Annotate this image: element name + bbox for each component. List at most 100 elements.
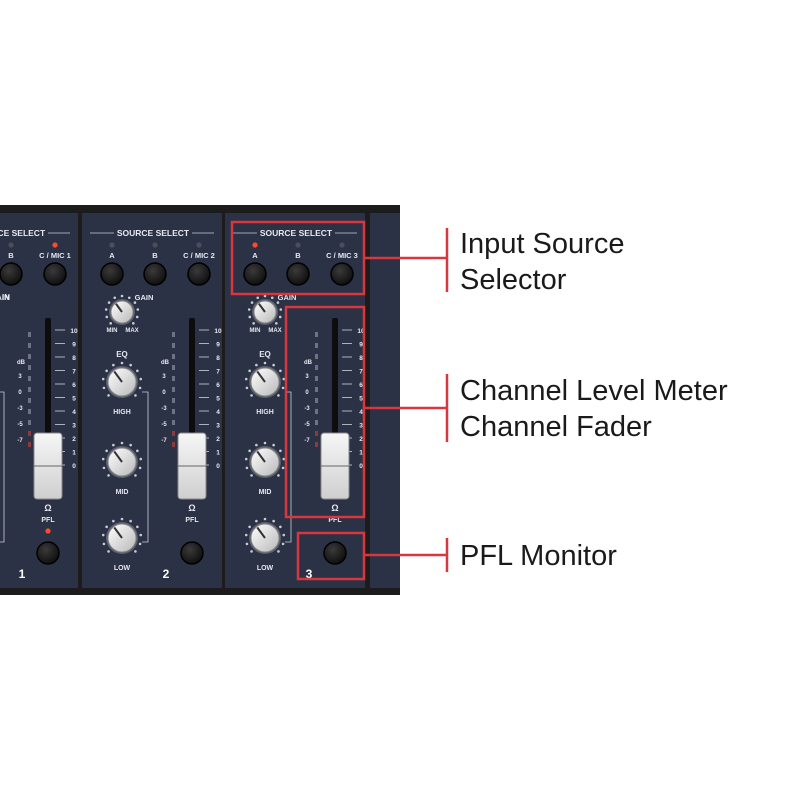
source-button-label: B (8, 251, 14, 260)
knob-tick (136, 369, 139, 373)
knob-tick (127, 296, 131, 300)
meter-db-label: dB (17, 360, 26, 366)
source-button[interactable] (187, 262, 211, 286)
knob-tick (133, 301, 137, 304)
knob-tick (105, 315, 109, 319)
source-select-mask (114, 227, 192, 237)
meter-scale-value: 3 (162, 374, 166, 380)
source-button-label: A (109, 251, 115, 260)
source-select-mask (0, 227, 48, 237)
meter-led (315, 343, 318, 348)
fader-scale-value: 3 (359, 423, 363, 430)
meter-led (172, 332, 175, 337)
knob-tick (279, 449, 282, 453)
knob-tick (255, 443, 258, 447)
level-fader-highlight-box (284, 305, 366, 519)
knob-tick (256, 296, 260, 300)
meter-scale-value: -5 (304, 422, 310, 428)
knob-tick (263, 517, 267, 521)
knob-tick (282, 377, 286, 381)
eq-band-label: HIGH (256, 409, 274, 416)
knob-tick (250, 550, 253, 553)
meter-led (28, 332, 31, 337)
knob-tick (139, 457, 143, 461)
source-button-label: C / MIC 3 (326, 251, 358, 260)
knob-tick (107, 301, 111, 304)
knob-tick (250, 301, 254, 304)
source-button[interactable] (0, 262, 23, 286)
pfl-button[interactable] (36, 541, 60, 565)
knob-tick (272, 443, 275, 447)
knob-tick (282, 533, 286, 537)
knob-tick (129, 443, 132, 447)
knob-indicator (113, 526, 123, 539)
meter-scale-value: 0 (162, 390, 166, 396)
knob-tick (281, 466, 285, 470)
source-button-label: C / MIC 1 (39, 251, 71, 260)
fader-scale-value: 9 (359, 342, 363, 349)
knob-tick (281, 542, 285, 546)
meter-led (172, 409, 175, 414)
source-led-on (52, 242, 58, 248)
source-led-off (339, 242, 345, 248)
knob-tick (129, 519, 132, 523)
meter-scale-value: -3 (17, 406, 23, 412)
meter-led (172, 343, 175, 348)
knob-tick (272, 519, 275, 523)
fader-scale-value: 1 (216, 450, 220, 457)
knob-tick (263, 361, 267, 365)
fader-scale-value: 4 (72, 409, 76, 416)
knob-tick (277, 550, 280, 553)
eq-knob-mid (244, 441, 286, 478)
meter-led (315, 376, 318, 381)
knob-tick (277, 394, 280, 397)
knob-tick (138, 542, 142, 546)
source-button-label: B (295, 251, 301, 260)
knob-tick (113, 296, 117, 300)
source-button[interactable] (243, 262, 267, 286)
fader-scale-value: 10 (70, 328, 78, 335)
source-button[interactable] (286, 262, 310, 286)
pfl-button[interactable] (323, 541, 347, 565)
eq-band-label: HIGH (113, 409, 131, 416)
eq-bracket (142, 391, 149, 543)
fader-scale-value: 7 (359, 369, 363, 376)
fader-scale-value: 0 (359, 463, 363, 470)
meter-led (28, 354, 31, 359)
knob-tick (252, 322, 255, 325)
knob-indicator (256, 370, 266, 383)
knob-tick (263, 294, 267, 298)
eq-label: EQ (259, 350, 271, 359)
knob-tick (112, 363, 115, 367)
source-button[interactable] (330, 262, 354, 286)
knob-tick (104, 308, 108, 311)
knob-tick (247, 308, 251, 311)
fader-scale-value: 7 (72, 369, 76, 376)
knob-tick (244, 377, 248, 381)
meter-led (315, 442, 318, 447)
fader-scale-value: 9 (72, 342, 76, 349)
source-led-off (196, 242, 202, 248)
knob-tick (101, 533, 105, 537)
pfl-button[interactable] (180, 541, 204, 565)
knob-tick (275, 322, 278, 325)
source-led-off (8, 242, 14, 248)
meter-led (172, 431, 175, 436)
knob-indicator (113, 370, 123, 383)
knob-tick (279, 308, 283, 311)
source-select-mask (257, 227, 335, 237)
source-button[interactable] (43, 262, 67, 286)
fader-scale-value: 4 (359, 409, 363, 416)
knob-tick (105, 525, 108, 529)
pfl-led-on (45, 528, 51, 534)
meter-led (172, 376, 175, 381)
eq-bracket (285, 391, 292, 543)
knob-tick (245, 386, 249, 390)
source-led-off (152, 242, 158, 248)
fader-scale-value: 3 (72, 423, 76, 430)
meter-led (28, 387, 31, 392)
source-button[interactable] (100, 262, 124, 286)
source-button[interactable] (143, 262, 167, 286)
knob-tick (248, 315, 252, 319)
